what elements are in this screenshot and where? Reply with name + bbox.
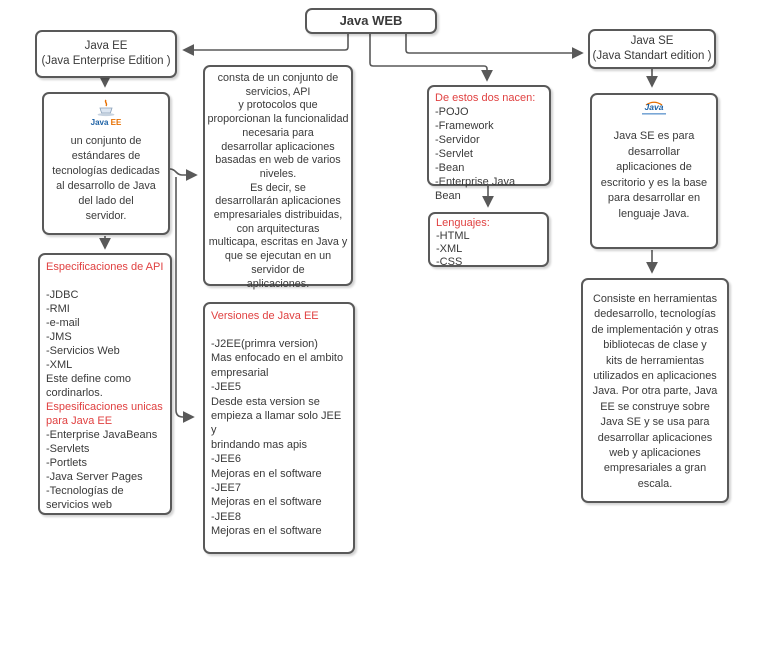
node-java-se-description: Java Java SE es para desarrollar aplicac… (590, 93, 718, 249)
node-java-ee-definition: consta de un conjunto de servicios, API … (203, 65, 353, 290)
java-se-description-text: Java SE es para desarrollar aplicaciones… (600, 130, 708, 220)
connector-web-to-javaee (182, 33, 349, 56)
api-specs-heading: Especificaciones de API (46, 261, 164, 273)
versions-items: -J2EE(primra version) Mas enfocado en el… (211, 338, 344, 538)
java-ee-logo-icon: Java EE (44, 98, 168, 128)
svg-text:Java: Java (645, 102, 664, 112)
node-java-ee-description: Java EE un conjunto de estándares de tec… (42, 92, 170, 235)
languages-heading: Lenguajes: (436, 217, 490, 229)
node-java-se-detail: Consiste en herramientas dedesarrollo, t… (581, 278, 729, 503)
languages-items: -HTML -XML -CSS (436, 230, 470, 268)
java-se-title-label: Java SE (Java Standart edition ) (592, 35, 712, 62)
node-java-ee-title: Java EE (Java Enterprise Edition ) (35, 30, 177, 78)
node-java-se-title: Java SE (Java Standart edition ) (588, 29, 716, 69)
svg-text:Java EE: Java EE (91, 118, 122, 127)
java-se-logo-icon: Java (592, 99, 716, 119)
node-versions: Versiones de Java EE -J2EE(primra versio… (203, 302, 355, 554)
connector-web-to-javase (405, 33, 584, 59)
java-ee-definition-text: consta de un conjunto de servicios, API … (207, 72, 349, 290)
api-specs-subheading: Espesificaciones unicas para Java EE (46, 401, 163, 427)
api-specs-items: -JDBC -RMI -e-mail -JMS -Servicios Web -… (46, 289, 131, 399)
connector-web-to-offspring (369, 33, 493, 82)
java-se-detail-text: Consiste en herramientas dedesarrollo, t… (591, 293, 719, 490)
connector-desc-to-versions (175, 177, 195, 423)
java-web-title: Java WEB (339, 13, 403, 28)
offspring-heading: De estos dos nacen: (435, 92, 536, 104)
node-api-specs: Especificaciones de API -JDBC -RMI -e-ma… (38, 253, 172, 515)
api-specs-unique-items: -Enterprise JavaBeans -Servlets -Portlet… (46, 429, 158, 511)
offspring-items: -POJO -Framework -Servidor -Servlet -Bea… (435, 106, 516, 202)
versions-heading: Versiones de Java EE (211, 310, 319, 322)
node-offspring: De estos dos nacen: -POJO -Framework -Se… (427, 85, 551, 202)
java-ee-title-label: Java EE (Java Enterprise Edition ) (41, 40, 171, 67)
node-java-web: Java WEB (305, 8, 437, 34)
java-ee-description-text: un conjunto de estándares de tecnologías… (52, 135, 160, 222)
node-languages: Lenguajes: -HTML -XML -CSS (428, 212, 549, 268)
connector-desc-to-definition (169, 168, 198, 181)
